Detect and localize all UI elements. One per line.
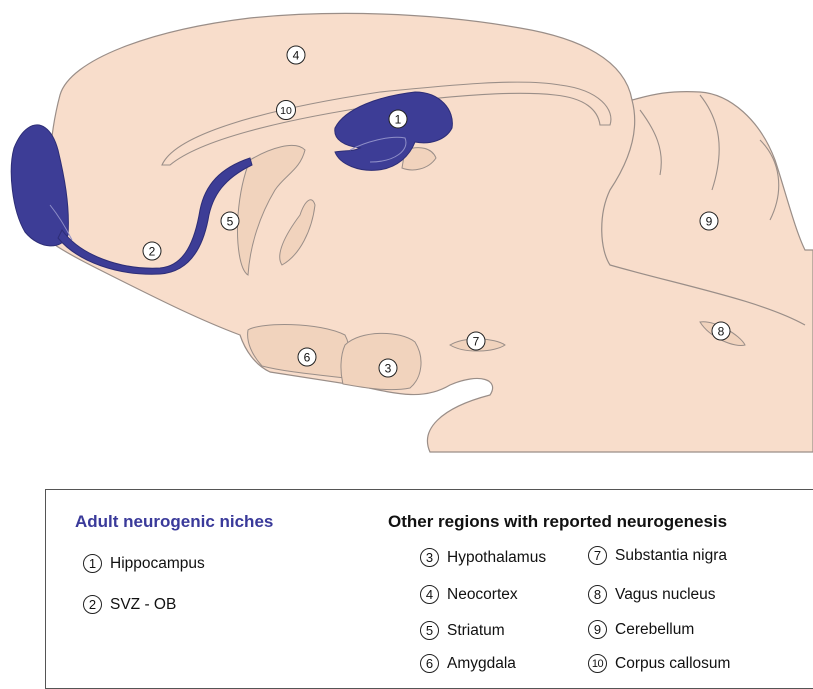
- legend-number: 7: [588, 546, 607, 565]
- legend-label: Striatum: [447, 622, 505, 640]
- legend-item-svz-ob: 2 SVZ - OB: [83, 595, 176, 614]
- legend-number: 2: [83, 595, 102, 614]
- legend-label: Vagus nucleus: [615, 586, 716, 604]
- legend-item-vagus-nucleus: 8 Vagus nucleus: [588, 585, 716, 604]
- legend-number: 5: [420, 621, 439, 640]
- region-label-9: 9: [700, 212, 718, 230]
- svg-text:6: 6: [304, 351, 311, 365]
- legend-label: Corpus callosum: [615, 655, 730, 673]
- svg-text:3: 3: [385, 362, 392, 376]
- legend-box: Adult neurogenic niches Other regions wi…: [45, 489, 813, 689]
- region-label-8: 8: [712, 322, 730, 340]
- legend-item-striatum: 5 Striatum: [420, 621, 505, 640]
- legend-label: SVZ - OB: [110, 596, 176, 614]
- legend-item-substantia-nigra: 7 Substantia nigra: [588, 546, 727, 565]
- legend-label: Cerebellum: [615, 621, 694, 639]
- legend-number: 1: [83, 554, 102, 573]
- svg-text:8: 8: [718, 325, 725, 339]
- other-regions-heading: Other regions with reported neurogenesis: [388, 512, 727, 532]
- legend-item-hypothalamus: 3 Hypothalamus: [420, 548, 546, 567]
- legend-item-neocortex: 4 Neocortex: [420, 585, 518, 604]
- legend-label: Hippocampus: [110, 555, 205, 573]
- legend-number: 10: [588, 654, 607, 673]
- legend-number: 4: [420, 585, 439, 604]
- region-label-6: 6: [298, 348, 316, 366]
- amygdala-shape: [248, 325, 350, 378]
- region-label-2: 2: [143, 242, 161, 260]
- brain-sagittal-diagram: 1 2 3 4 5 6 7 8 9 10: [0, 0, 813, 460]
- legend-label: Hypothalamus: [447, 549, 546, 567]
- legend-item-corpus-callosum: 10 Corpus callosum: [588, 654, 730, 673]
- region-label-4: 4: [287, 46, 305, 64]
- region-label-10: 10: [277, 101, 296, 120]
- hypothalamus-shape: [341, 333, 421, 389]
- legend-number: 9: [588, 620, 607, 639]
- region-label-3: 3: [379, 359, 397, 377]
- svg-text:7: 7: [473, 335, 480, 349]
- region-label-7: 7: [467, 332, 485, 350]
- legend-number: 3: [420, 548, 439, 567]
- svg-text:10: 10: [280, 105, 292, 117]
- svg-text:1: 1: [395, 113, 402, 127]
- legend-item-hippocampus: 1 Hippocampus: [83, 554, 205, 573]
- svg-text:2: 2: [149, 245, 156, 259]
- legend-item-cerebellum: 9 Cerebellum: [588, 620, 694, 639]
- region-label-1: 1: [389, 110, 407, 128]
- legend-label: Amygdala: [447, 655, 516, 673]
- legend-number: 8: [588, 585, 607, 604]
- legend-label: Substantia nigra: [615, 547, 727, 565]
- region-label-5: 5: [221, 212, 239, 230]
- legend-number: 6: [420, 654, 439, 673]
- legend-item-amygdala: 6 Amygdala: [420, 654, 516, 673]
- svg-text:4: 4: [293, 49, 300, 63]
- niches-heading: Adult neurogenic niches: [75, 512, 273, 532]
- legend-label: Neocortex: [447, 586, 518, 604]
- svg-text:5: 5: [227, 215, 234, 229]
- svg-text:9: 9: [706, 215, 713, 229]
- brain-outline: [49, 13, 813, 452]
